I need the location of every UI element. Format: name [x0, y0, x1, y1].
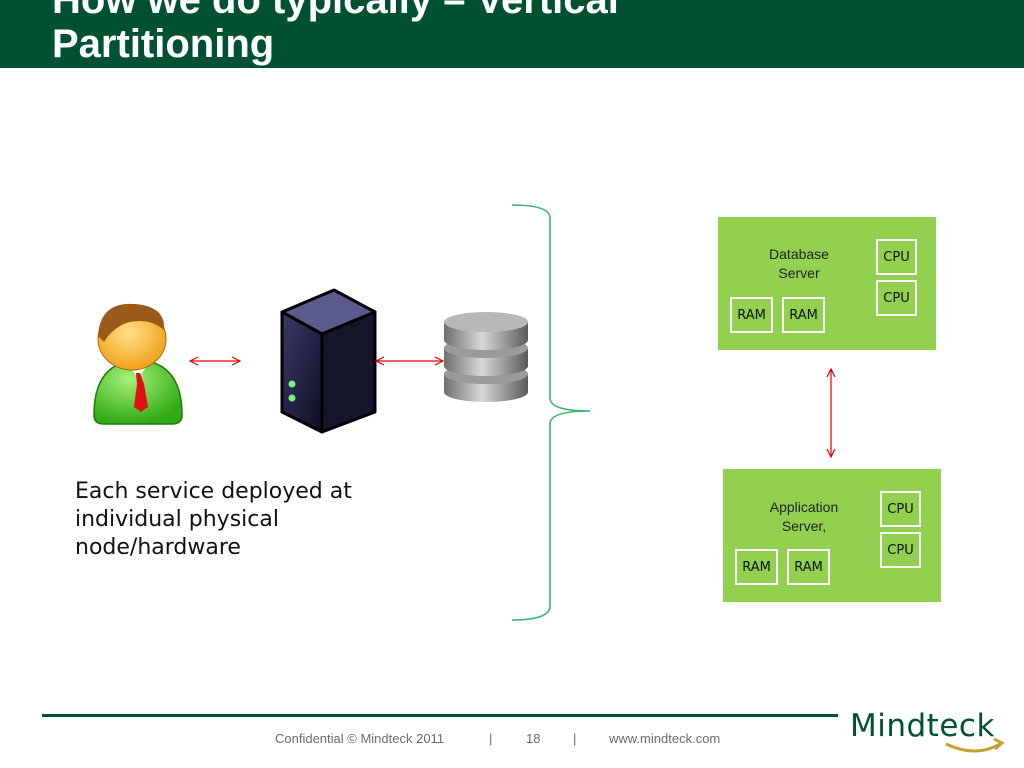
database-server-label: Database Server: [750, 245, 848, 283]
database-server-label-line2: Server: [778, 265, 820, 281]
logo-text: Mindteck: [850, 708, 995, 744]
footer-separator: |: [489, 731, 493, 746]
cpu-chip: CPU: [876, 280, 917, 316]
ram-chip: RAM: [735, 549, 778, 585]
database-icon: [444, 312, 528, 402]
application-server-label: Application Server,: [751, 498, 857, 536]
application-server-label-line2: Server,: [781, 518, 827, 534]
database-server-label-line1: Database: [769, 246, 829, 262]
description-text: Each service deployed at individual phys…: [75, 479, 352, 560]
page-number: 18: [526, 731, 541, 746]
application-server-label-line1: Application: [769, 499, 839, 515]
cpu-chip: CPU: [880, 532, 921, 568]
cpu-chip: CPU: [880, 491, 921, 527]
grouping-brace: [511, 204, 591, 621]
ram-chip: RAM: [787, 549, 830, 585]
footer-divider: [42, 714, 838, 717]
header-bar: How we do typically – Vertical Partition…: [0, 0, 1024, 68]
database-server-box: Database Server CPU CPU RAM RAM: [718, 217, 936, 350]
ram-chip: RAM: [782, 297, 825, 333]
user-icon: [93, 303, 183, 425]
footer-website: www.mindteck.com: [609, 731, 721, 746]
server-tower-icon: [280, 288, 377, 434]
logo-swoosh-icon: [945, 737, 1005, 753]
footer-confidential: Confidential © Mindteck 2011: [275, 731, 445, 746]
application-server-box: Application Server, CPU CPU RAM RAM: [723, 469, 941, 602]
ram-chip: RAM: [730, 297, 773, 333]
mindteck-logo: Mindteck: [850, 706, 1010, 762]
cpu-chip: CPU: [876, 239, 917, 275]
slide-title: How we do typically – Vertical Partition…: [52, 0, 619, 66]
footer-separator: |: [573, 731, 577, 746]
